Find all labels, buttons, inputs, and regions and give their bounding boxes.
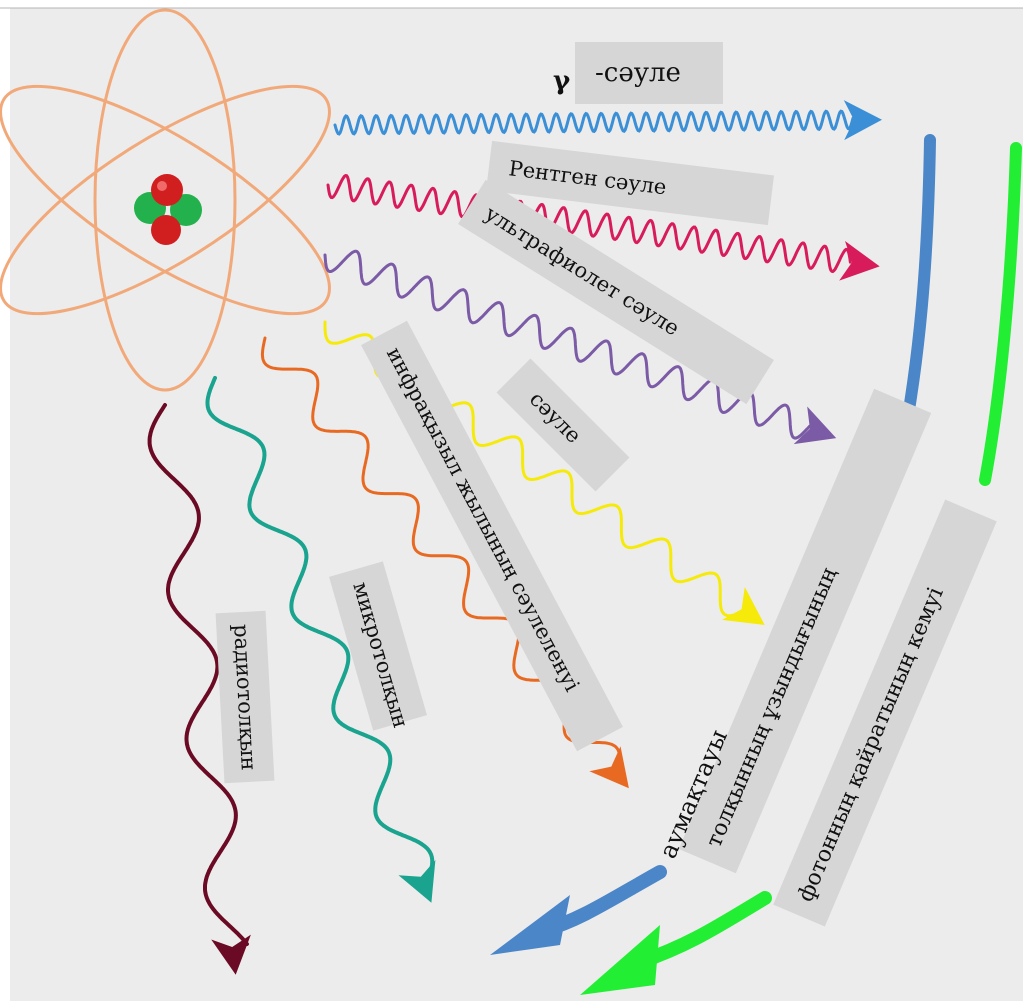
- atom-orbit-diagonal-2: [0, 84, 331, 316]
- gamma-wave-arrowhead: [843, 100, 882, 141]
- proton-icon: [151, 215, 181, 245]
- nucleus-highlight: [157, 181, 167, 191]
- atom-orbit-vertical: [93, 8, 237, 392]
- waves-group: [147, 100, 882, 975]
- xray-wave-arrowhead: [839, 241, 880, 281]
- infrared-wave-arrowhead: [589, 746, 629, 789]
- gamma-label-text: -сәуле: [595, 58, 681, 88]
- radio-wave: [147, 403, 249, 946]
- xray-wave: [326, 174, 852, 274]
- microwave-wave-arrowhead: [398, 860, 436, 903]
- uv-wave: [323, 249, 812, 440]
- proton-icon: [151, 174, 183, 206]
- gamma-symbol: γ: [553, 66, 571, 96]
- radio-wave-arrowhead: [211, 934, 251, 975]
- atom-icon: [0, 8, 331, 392]
- gamma-label: -сәуле: [575, 42, 723, 104]
- energy-arrow-upper: [979, 142, 1022, 486]
- radio-label: радиотолқын: [215, 610, 275, 784]
- microwave-wave: [205, 376, 435, 873]
- visible-wave-arrowhead: [722, 587, 765, 625]
- atom-orbit-diagonal-1: [0, 84, 331, 316]
- energy-arrow-head: [580, 925, 660, 995]
- gamma-wave: [333, 109, 855, 136]
- uv-wave-arrowhead: [793, 406, 837, 445]
- wavelength-arrow-head: [490, 895, 570, 955]
- neutron-icon: [170, 194, 202, 226]
- atom-nucleus-icon: [134, 174, 202, 245]
